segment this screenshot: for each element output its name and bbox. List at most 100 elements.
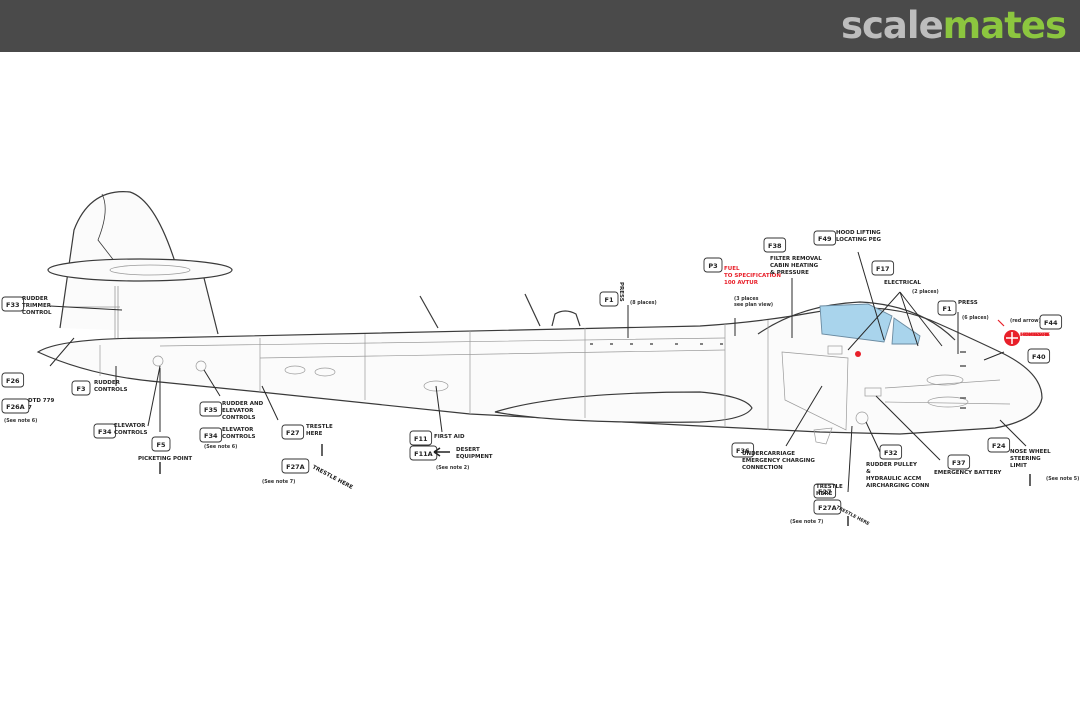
- stencil-text-line: CONTROLS: [222, 415, 255, 421]
- tailplane: [47, 258, 233, 282]
- stencil-text-line: 100 AVTUR: [724, 280, 759, 286]
- stencil-text-line: PRESS: [618, 282, 624, 302]
- stencil-text-line: PICKETING POINT: [138, 456, 192, 462]
- stencil-code-box: [1027, 348, 1051, 364]
- note-see-note-6b: (See note 6): [204, 444, 237, 450]
- stencil-text-line: LOCATING PEG: [836, 237, 881, 243]
- stencil-code: F33: [6, 301, 20, 309]
- stencil-callout-f44: F44: [1039, 314, 1063, 330]
- stencil-text-line: CABIN HEATING: [770, 263, 819, 269]
- stencil-code: F17: [876, 265, 890, 273]
- stencil-callout-f26: F26: [1, 372, 25, 388]
- stencil-text-line: ELECTRICAL: [884, 280, 921, 286]
- stencil-code: F26A: [6, 403, 25, 411]
- wing-root: [494, 391, 753, 423]
- note-see-note-5: (See note 5): [1046, 476, 1079, 482]
- stencil-code: F27: [286, 429, 300, 437]
- stencil-code-box: [813, 499, 842, 515]
- note-fuel-places: (3 places: [734, 296, 759, 302]
- stencil-callout-f40: F40: [1027, 348, 1051, 364]
- stencil-text-line: TO SPECIFICATION: [724, 273, 781, 279]
- stencil-text-line: AIRCHARGING CONN: [866, 483, 930, 489]
- stencil-code: F27A: [286, 463, 305, 471]
- fuselage: [36, 307, 1043, 435]
- stencil-code: F32: [884, 449, 898, 457]
- stencil-text-line: FILTER REMOVAL: [770, 256, 822, 262]
- note-electrical-places: (2 places): [912, 289, 939, 295]
- stencil-code-box: [1039, 314, 1063, 330]
- stencil-text-line: EMERGENCY CHARGING: [742, 458, 815, 464]
- trestle-here-curved-2: TRESTLE HERE: [835, 504, 870, 527]
- stencil-text-line: STEERING: [1010, 456, 1041, 462]
- stencil-code: F27A: [818, 504, 837, 512]
- stencil-code-box: [71, 380, 91, 396]
- stencil-text-line: RUDDER AND: [222, 401, 264, 407]
- stencil-text-line: ELEVATOR: [114, 423, 146, 429]
- stencil-code: F35: [204, 406, 218, 414]
- canopy-glass: [819, 303, 893, 343]
- stencil-code: P3: [708, 262, 717, 270]
- stencil-text-line: HYDRAULIC ACCM: [866, 476, 921, 482]
- stencil-code: F44: [1044, 319, 1058, 327]
- stencil-code-box: [703, 257, 723, 273]
- stencil-code: F36: [736, 447, 750, 455]
- stencil-code: F11A: [414, 450, 433, 458]
- note-see-note-6: (See note 6): [4, 418, 37, 424]
- trestle-here-curved: TRESTLE HERE: [311, 464, 354, 491]
- stencil-code: F49: [818, 235, 832, 243]
- logo-text-mates: mates: [942, 4, 1067, 47]
- stencil-code: F24: [992, 442, 1006, 450]
- emergency-hood-release-text: EMERGENCY HOOD RELEASE ON OTHER SIDE: [1020, 332, 1050, 337]
- stencil-code: F34: [204, 432, 218, 440]
- note-press-places: (8 places): [630, 300, 657, 306]
- stencil-text-line: DTD 779: [28, 398, 54, 404]
- scalemates-logo[interactable]: scalemates: [841, 4, 1067, 48]
- note-see-note-2: (See note 2): [436, 465, 469, 471]
- note-red-arrow: (red arrow): [1010, 318, 1041, 324]
- stencil-code-box: [1, 398, 30, 414]
- stencil-code: F1: [943, 305, 952, 313]
- stencil-text-line: TRIMMER: [22, 303, 52, 309]
- stencil-text-line: TRESTLE: [816, 484, 843, 490]
- stencil-code-box: [281, 458, 310, 474]
- stencil-code: F38: [768, 242, 782, 250]
- stencil-code-box: [1, 296, 25, 312]
- stencil-text-line: ELEVATOR: [222, 427, 254, 433]
- stencil-code-box: [199, 427, 223, 443]
- stencil-code-box: [599, 291, 619, 307]
- stencil-callout-f27a: F27A: [281, 458, 310, 474]
- stencil-code-box: [987, 437, 1011, 453]
- left-arrow: [433, 447, 450, 457]
- stencil-text-line: DESERT: [456, 447, 480, 453]
- note-see-note-7: (See note 7): [262, 479, 295, 485]
- stencil-text-line: CONTROLS: [114, 430, 147, 436]
- note-see-note-7b: (See note 7): [790, 519, 823, 525]
- stencil-text-line: NOSE WHEEL: [1010, 449, 1051, 455]
- stencil-code-box: [879, 444, 903, 460]
- stencil-code-box: [281, 424, 305, 440]
- stencil-code-box: [871, 260, 895, 276]
- stencil-code-box: [151, 436, 171, 452]
- stencil-code: F34: [98, 428, 112, 436]
- stencil-text-line: HERE: [306, 431, 323, 437]
- stencil-text-line: UNDERCARRIAGE: [742, 451, 795, 457]
- stencil-code: F11: [414, 435, 428, 443]
- stencil-code: F37: [952, 459, 966, 467]
- note-fuel-places2: see plan view): [734, 302, 773, 308]
